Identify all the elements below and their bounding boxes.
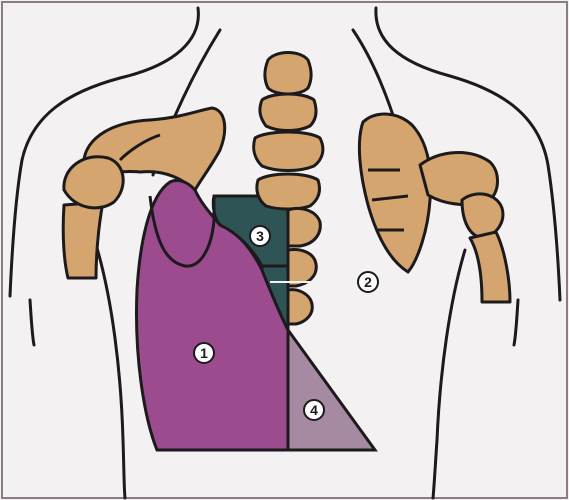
label-1-text: 1	[200, 345, 208, 361]
label-4-marker: 4	[304, 400, 324, 420]
label-2-marker: 2	[358, 272, 378, 292]
label-3-marker: 3	[250, 226, 270, 246]
label-2-text: 2	[364, 274, 372, 290]
label-1-marker: 1	[194, 343, 214, 363]
label-3-text: 3	[256, 228, 264, 244]
label-4-text: 4	[310, 402, 318, 418]
